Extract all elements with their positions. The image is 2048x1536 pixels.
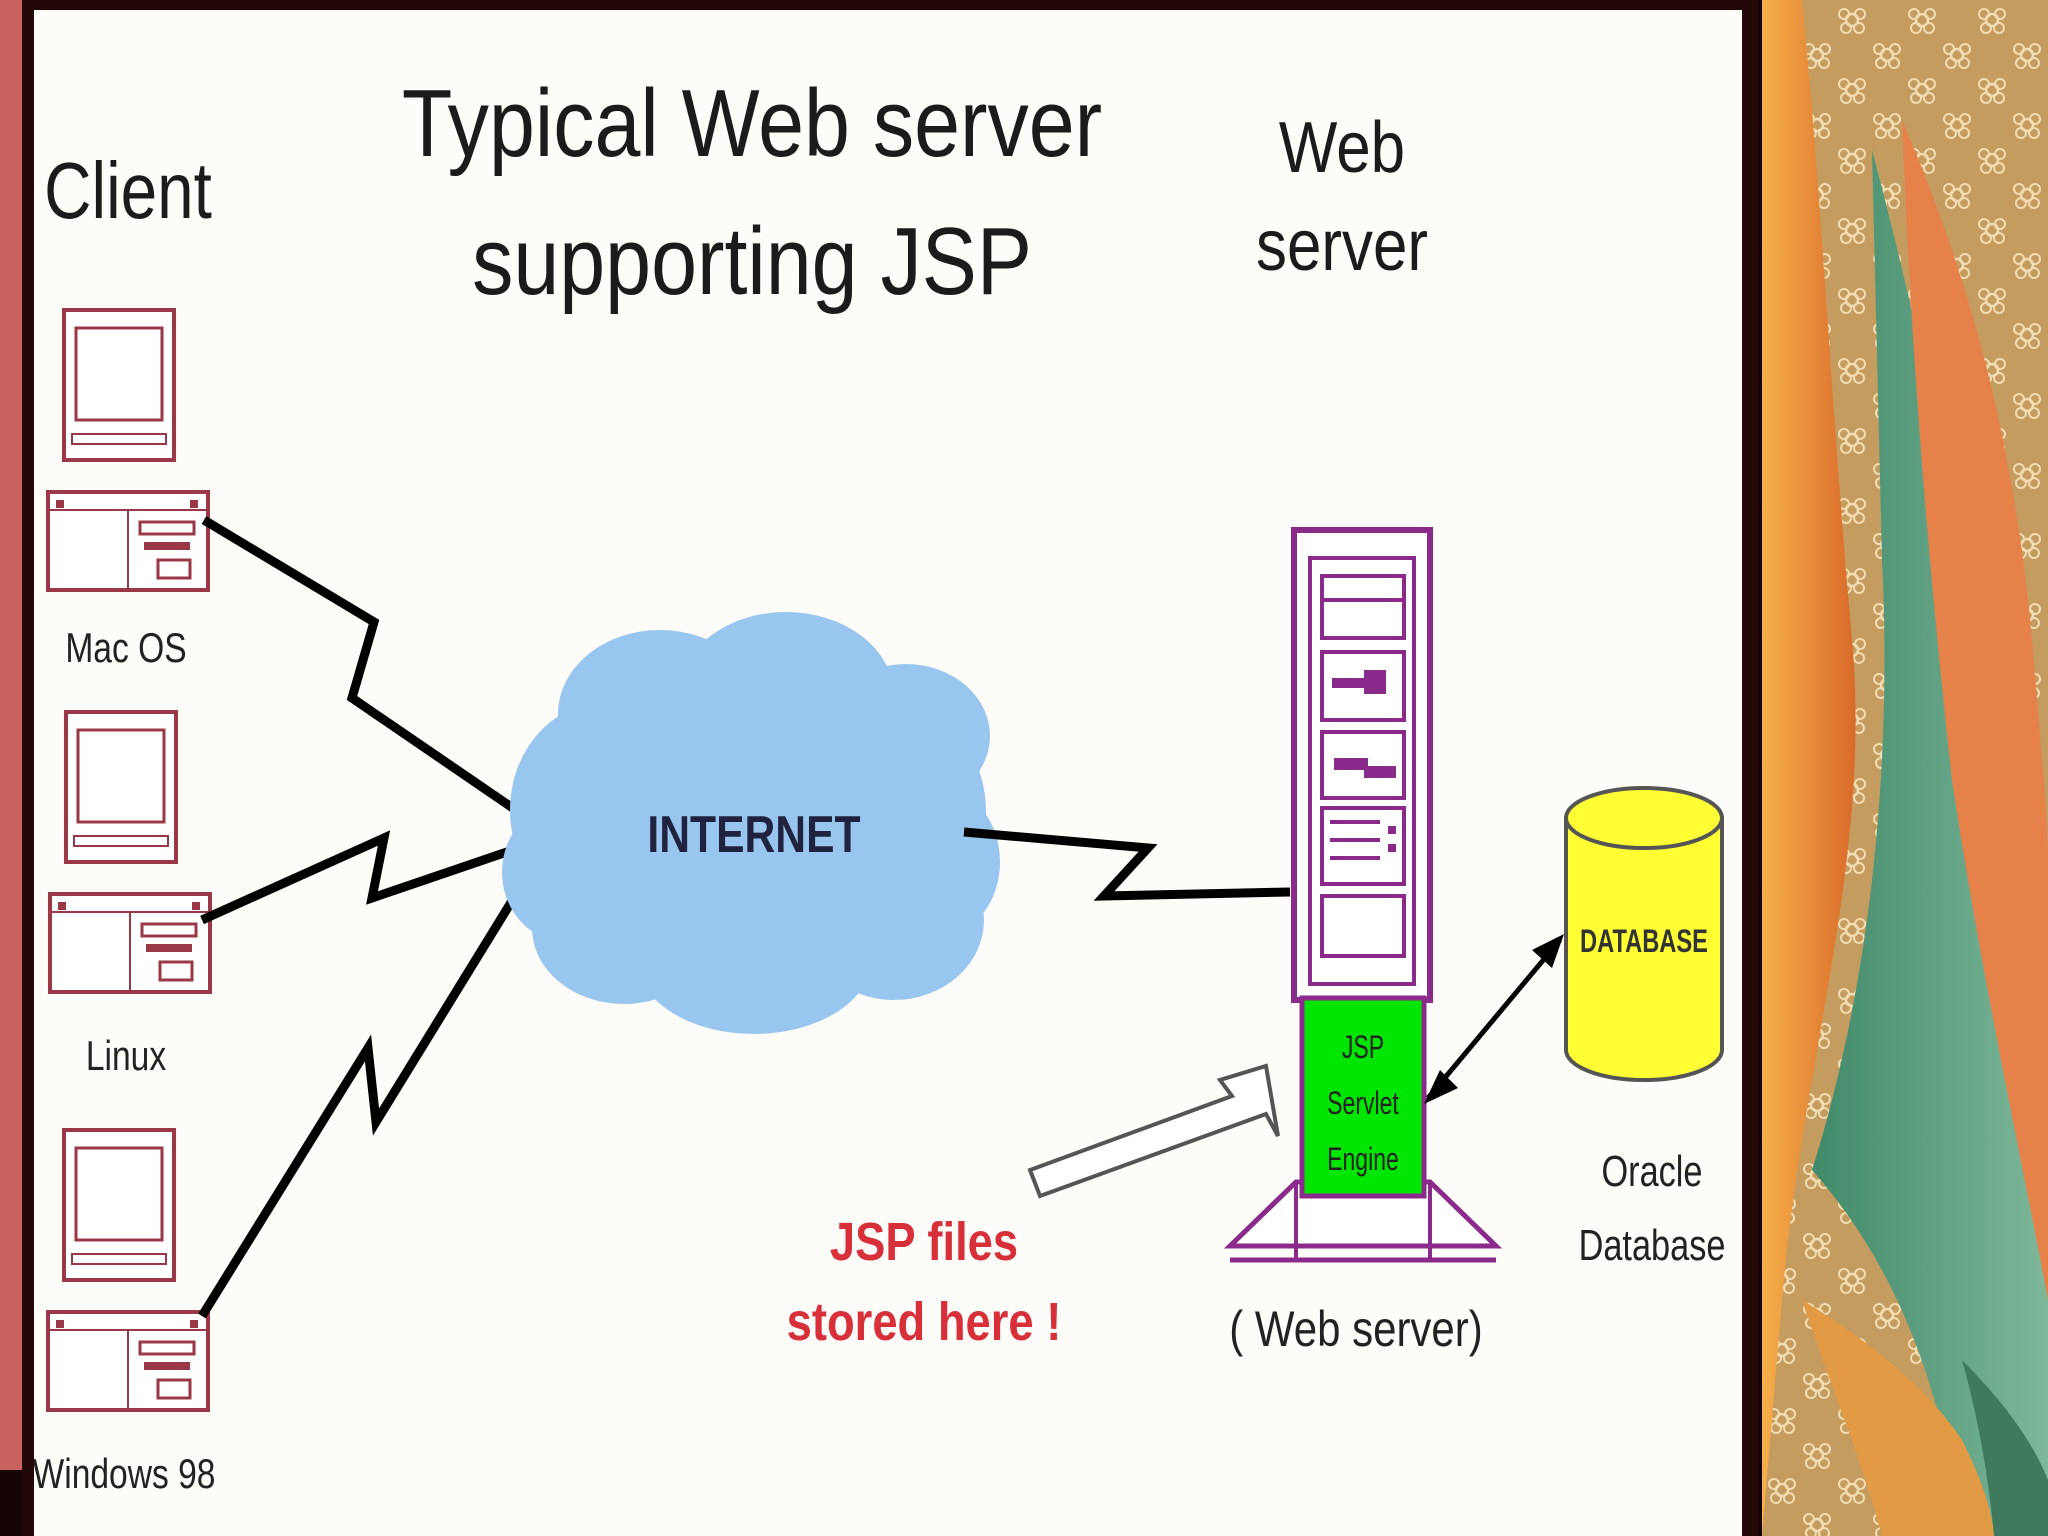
diagram-canvas: Client Typical Web server supporting JSP… (34, 69, 1726, 1498)
slide: Client Typical Web server supporting JSP… (34, 10, 1742, 1536)
jsp-files-note-line-1: JSP files (830, 1211, 1018, 1272)
database-cylinder (1564, 786, 1724, 1082)
client-computer-windows (46, 1128, 210, 1412)
decorative-pattern (1762, 0, 2048, 1536)
server-heading-line-2: server (1256, 206, 1428, 286)
internet-label: INTERNET (647, 806, 860, 864)
client-label-mac: Mac OS (65, 626, 186, 672)
title-line-1: Typical Web server (402, 69, 1102, 176)
connection-mac-internet (201, 516, 545, 832)
client-label-linux: Linux (86, 1034, 166, 1080)
engine-label-line-3: Engine (1327, 1141, 1399, 1177)
connection-linux-internet (200, 830, 544, 925)
database-label: DATABASE (1580, 924, 1708, 959)
web-server-caption: ( Web server) (1229, 1301, 1483, 1357)
jsp-servlet-engine-box (1299, 995, 1427, 1199)
server-heading-line-1: Web (1279, 108, 1405, 188)
client-computer-mac (46, 308, 210, 592)
engine-label-line-2: Servlet (1327, 1085, 1399, 1121)
client-heading: Client (44, 146, 212, 236)
web-server-tower (1223, 527, 1503, 1263)
connection-windows-internet (198, 849, 546, 1319)
engine-label-line-1: JSP (1342, 1029, 1384, 1065)
engine-database-link (1424, 934, 1564, 1104)
client-label-windows: Windows 98 (34, 1452, 215, 1498)
database-caption-line-2: Database (1579, 1221, 1726, 1270)
right-decorative-panel (1762, 0, 2048, 1536)
jsp-files-arrow (1027, 1063, 1280, 1199)
database-caption-line-1: Oracle (1601, 1147, 1702, 1196)
title-line-2: supporting JSP (472, 207, 1032, 314)
jsp-files-note-line-2: stored here ! (787, 1291, 1062, 1352)
connection-internet-server (963, 827, 1291, 901)
client-computer-linux (48, 710, 212, 994)
internet-cloud (502, 612, 1000, 1034)
